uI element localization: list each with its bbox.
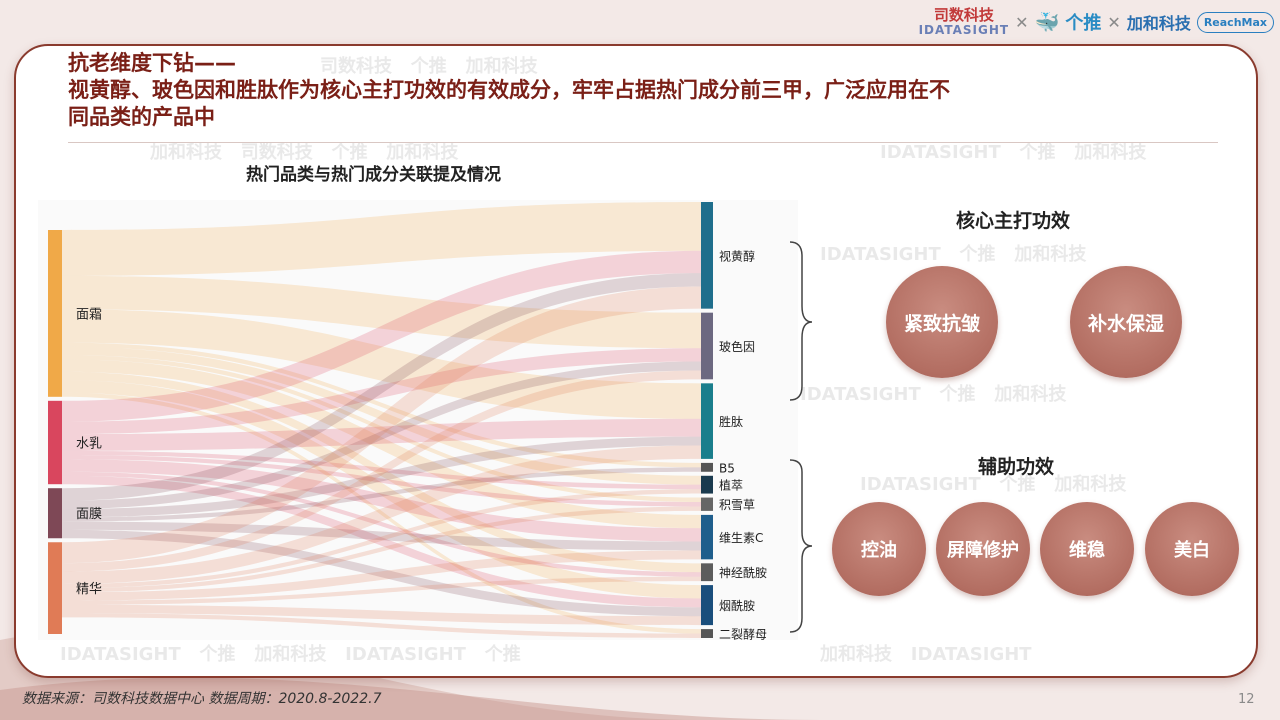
sankey-link [62,286,701,564]
sankey-target-label: 二裂酵母 [719,628,767,640]
getui-mascot-icon: 🐳 [1034,10,1060,34]
sankey-target-label: 植萃 [719,478,743,493]
page-title: 抗老维度下钻—— 视黄醇、玻色因和胜肽作为核心主打功效的有效成分，牢牢占据热门成… [68,50,1208,131]
core-effects-title: 核心主打功效 [956,210,1071,232]
sankey-link [62,380,701,599]
sankey-target-node [701,563,713,582]
sankey-link [62,392,701,634]
data-source-note: 数据来源：司数科技数据中心 数据周期：2020.8-2022.7 [22,691,382,707]
sankey-source-label: 精华 [76,582,102,597]
aux-effects-title: 辅助功效 [978,456,1055,478]
sankey-link [62,418,701,451]
sankey-target-node [701,514,713,560]
sankey-link [62,604,701,626]
effect-bubble-oil-control: 控油 [832,502,926,596]
cross-icon: ✕ [1107,12,1121,32]
sankey-link [62,250,701,422]
getui-logo: 个推 [1065,13,1102,34]
sankey-link [62,342,701,468]
page-title-line-3: 同品类的产品中 [68,105,215,129]
sankey-link [62,550,701,601]
sankey-target-node [701,383,713,459]
sankey-target-label: 积雪草 [719,498,755,512]
sankey-link [62,309,701,419]
sankey-link [62,576,701,605]
jiahe-logo: 加和科技 [1126,14,1191,33]
sankey-link [62,359,701,529]
effect-bubble-hydrating: 补水保湿 [1070,266,1182,378]
reachmax-logo: ReachMax [1196,11,1274,33]
sankey-link [62,471,701,577]
sankey-link [62,475,701,608]
sankey-link [62,613,701,638]
effect-bubble-soothing: 维稳 [1040,502,1134,596]
sankey-link [62,275,701,349]
sankey-link [62,346,701,485]
sankey-link [62,355,701,502]
sankey-source-node [48,230,62,397]
effect-bubble-barrier-repair: 屏障修护 [936,502,1030,596]
sankey-link [62,361,701,510]
sankey-target-label: 胜肽 [719,414,743,429]
sankey-target-node [701,497,713,511]
title-divider [68,142,1218,143]
sankey-target-node [701,312,713,380]
sankey-source-node [48,400,62,485]
sankey-link [62,445,701,584]
header-logos: 司数科技 IDATASIGHT ✕ 🐳 个推 ✕ 加和科技 ReachMax [919,4,1274,40]
sankey-link [62,506,701,593]
core-bracket [789,241,813,401]
sankey-target-node [701,629,713,638]
sankey-link [62,467,701,522]
sankey-target-node [701,475,713,494]
sankey-link [62,273,701,501]
sankey-target-node [701,202,713,309]
sankey-link [62,450,701,490]
sankey-background [38,200,798,640]
sankey-link [62,436,701,518]
effect-bubble-whitening: 美白 [1145,502,1239,596]
sankey-links [62,202,701,638]
sankey-target-label: 维生素C [719,531,763,545]
sankey-target-node [701,585,713,626]
sankey-link [62,459,701,542]
cross-icon: ✕ [1015,12,1029,32]
sankey-target-label: 视黄醇 [719,248,755,263]
sankey-source-label: 水乳 [76,437,102,452]
brackets [789,241,813,633]
effect-bubble-firming: 紧致抗皱 [886,266,998,378]
sankey-source-node [48,488,62,539]
sankey-target-label: 神经酰胺 [719,566,767,580]
sankey-link [62,202,701,276]
sankey-link [62,370,701,572]
aux-bracket [789,459,813,633]
sankey-target-label: 玻色因 [719,340,755,354]
chart-title: 热门品类与热门成分关联提及情况 [246,165,501,185]
sankey-link [62,521,701,551]
sankey-link [62,489,701,589]
sankey-target-node [701,462,713,472]
page-number: 12 [1238,692,1255,707]
sishu-logo-en: IDATASIGHT [918,22,1010,37]
page-title-line-1: 抗老维度下钻—— [68,51,236,75]
sankey-source-node [48,542,62,634]
sishu-logo-cn: 司数科技 [933,5,994,24]
sankey-link [62,529,701,617]
page-title-line-2: 视黄醇、玻色因和胜肽作为核心主打功效的有效成分，牢牢占据热门成分前三甲，广泛应用… [68,78,950,102]
sankey-source-label: 面霜 [76,307,102,322]
sankey-link [62,348,701,435]
sankey-link [62,371,701,573]
sishu-logo: 司数科技 IDATASIGHT [918,5,1010,37]
sankey-target-label: B5 [719,461,735,475]
sankey-link [62,455,701,507]
sankey-source-label: 面膜 [76,507,102,522]
sankey-target-label: 烟酰胺 [719,599,755,613]
